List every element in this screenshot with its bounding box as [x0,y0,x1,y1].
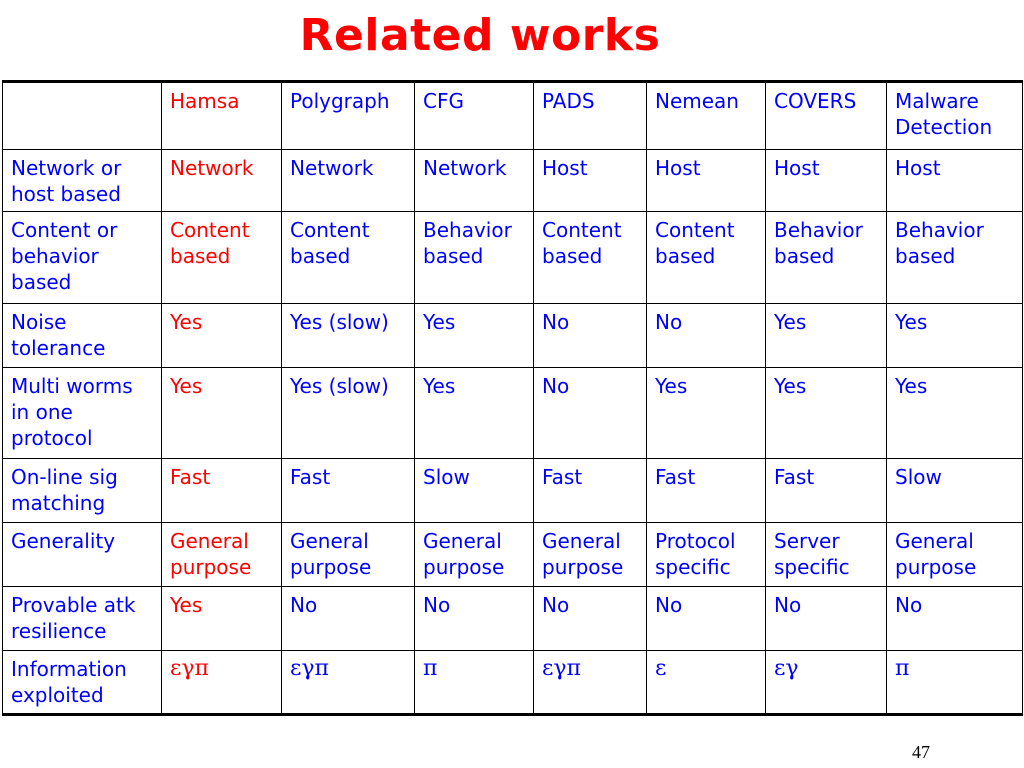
table-cell: Yes [161,303,282,368]
table-cell: No [765,586,887,651]
table-cell: Yes [414,367,534,459]
row-label: Content or behavior based [2,211,162,304]
table-cell: Yes [765,367,887,459]
table-cell: Content based [646,211,766,304]
table-cell: Behavior based [414,211,534,304]
page-number: 47 [912,742,930,762]
table-cell: π [414,650,534,716]
table-cell: Fast [533,458,647,523]
row-label: Generality [2,522,162,587]
header-cell-malware-detection: Malware Detection [886,80,1023,150]
table-cell: General purpose [281,522,415,587]
table-cell: Fast [646,458,766,523]
related-works-table: Hamsa Polygraph CFG PADS Nemean COVERS M… [2,80,1023,716]
table-cell: Content based [533,211,647,304]
row-label: Network or host based [2,149,162,212]
table-cell: General purpose [886,522,1023,587]
header-cell-pads: PADS [533,80,647,150]
table-cell: εγ [765,650,887,716]
row-label: Provable atk resilience [2,586,162,651]
table-cell: Host [886,149,1023,212]
table-row: Network or host based Network Network Ne… [2,149,1023,212]
table-cell: General purpose [533,522,647,587]
table-cell: Server specific [765,522,887,587]
table-cell: Host [533,149,647,212]
table-cell: Network [281,149,415,212]
table-cell: Yes (slow) [281,367,415,459]
row-label: Noise tolerance [2,303,162,368]
header-cell-nemean: Nemean [646,80,766,150]
table-cell: Yes [646,367,766,459]
table-cell: Yes (slow) [281,303,415,368]
table-row: Information exploited εγπ εγπ π εγπ ε εγ… [2,650,1023,716]
table-row: Generality General purpose General purpo… [2,522,1023,587]
table-cell: Content based [281,211,415,304]
table-cell: Behavior based [765,211,887,304]
table-cell: Yes [161,586,282,651]
table-row: Content or behavior based Content based … [2,211,1023,304]
table-cell: Behavior based [886,211,1023,304]
header-row: Hamsa Polygraph CFG PADS Nemean COVERS M… [2,80,1023,150]
row-label: Information exploited [2,650,162,716]
table-cell: Network [161,149,282,212]
table-cell: General purpose [161,522,282,587]
table-cell: Slow [886,458,1023,523]
table-cell: Yes [765,303,887,368]
table-cell: No [281,586,415,651]
table-cell: Fast [765,458,887,523]
table-cell: Yes [414,303,534,368]
slide-title: Related works [299,10,661,61]
table-cell: Content based [161,211,282,304]
table-cell: εγπ [161,650,282,716]
table-row: Multi worms in one protocol Yes Yes (slo… [2,367,1023,459]
row-label: On-line sig matching [2,458,162,523]
table-cell: Network [414,149,534,212]
table-cell: ε [646,650,766,716]
table-cell: No [646,303,766,368]
table-cell: Yes [161,367,282,459]
header-cell-cfg: CFG [414,80,534,150]
table-cell: No [414,586,534,651]
row-label: Multi worms in one protocol [2,367,162,459]
table-cell: No [886,586,1023,651]
table-row: Provable atk resilience Yes No No No No … [2,586,1023,651]
table-cell: εγπ [281,650,415,716]
table-cell: Protocol specific [646,522,766,587]
header-cell-empty [2,80,162,150]
table-cell: εγπ [533,650,647,716]
table-cell: Fast [161,458,282,523]
table-cell: No [646,586,766,651]
table-cell: Yes [886,303,1023,368]
table-cell: Slow [414,458,534,523]
table-cell: Fast [281,458,415,523]
table-cell: π [886,650,1023,716]
table-cell: No [533,303,647,368]
header-cell-polygraph: Polygraph [281,80,415,150]
header-cell-hamsa: Hamsa [161,80,282,150]
table-row: On-line sig matching Fast Fast Slow Fast… [2,458,1023,523]
table-cell: General purpose [414,522,534,587]
table-cell: No [533,586,647,651]
table-cell: No [533,367,647,459]
table-cell: Yes [886,367,1023,459]
table-cell: Host [646,149,766,212]
table-row: Noise tolerance Yes Yes (slow) Yes No No… [2,303,1023,368]
table-cell: Host [765,149,887,212]
header-cell-covers: COVERS [765,80,887,150]
